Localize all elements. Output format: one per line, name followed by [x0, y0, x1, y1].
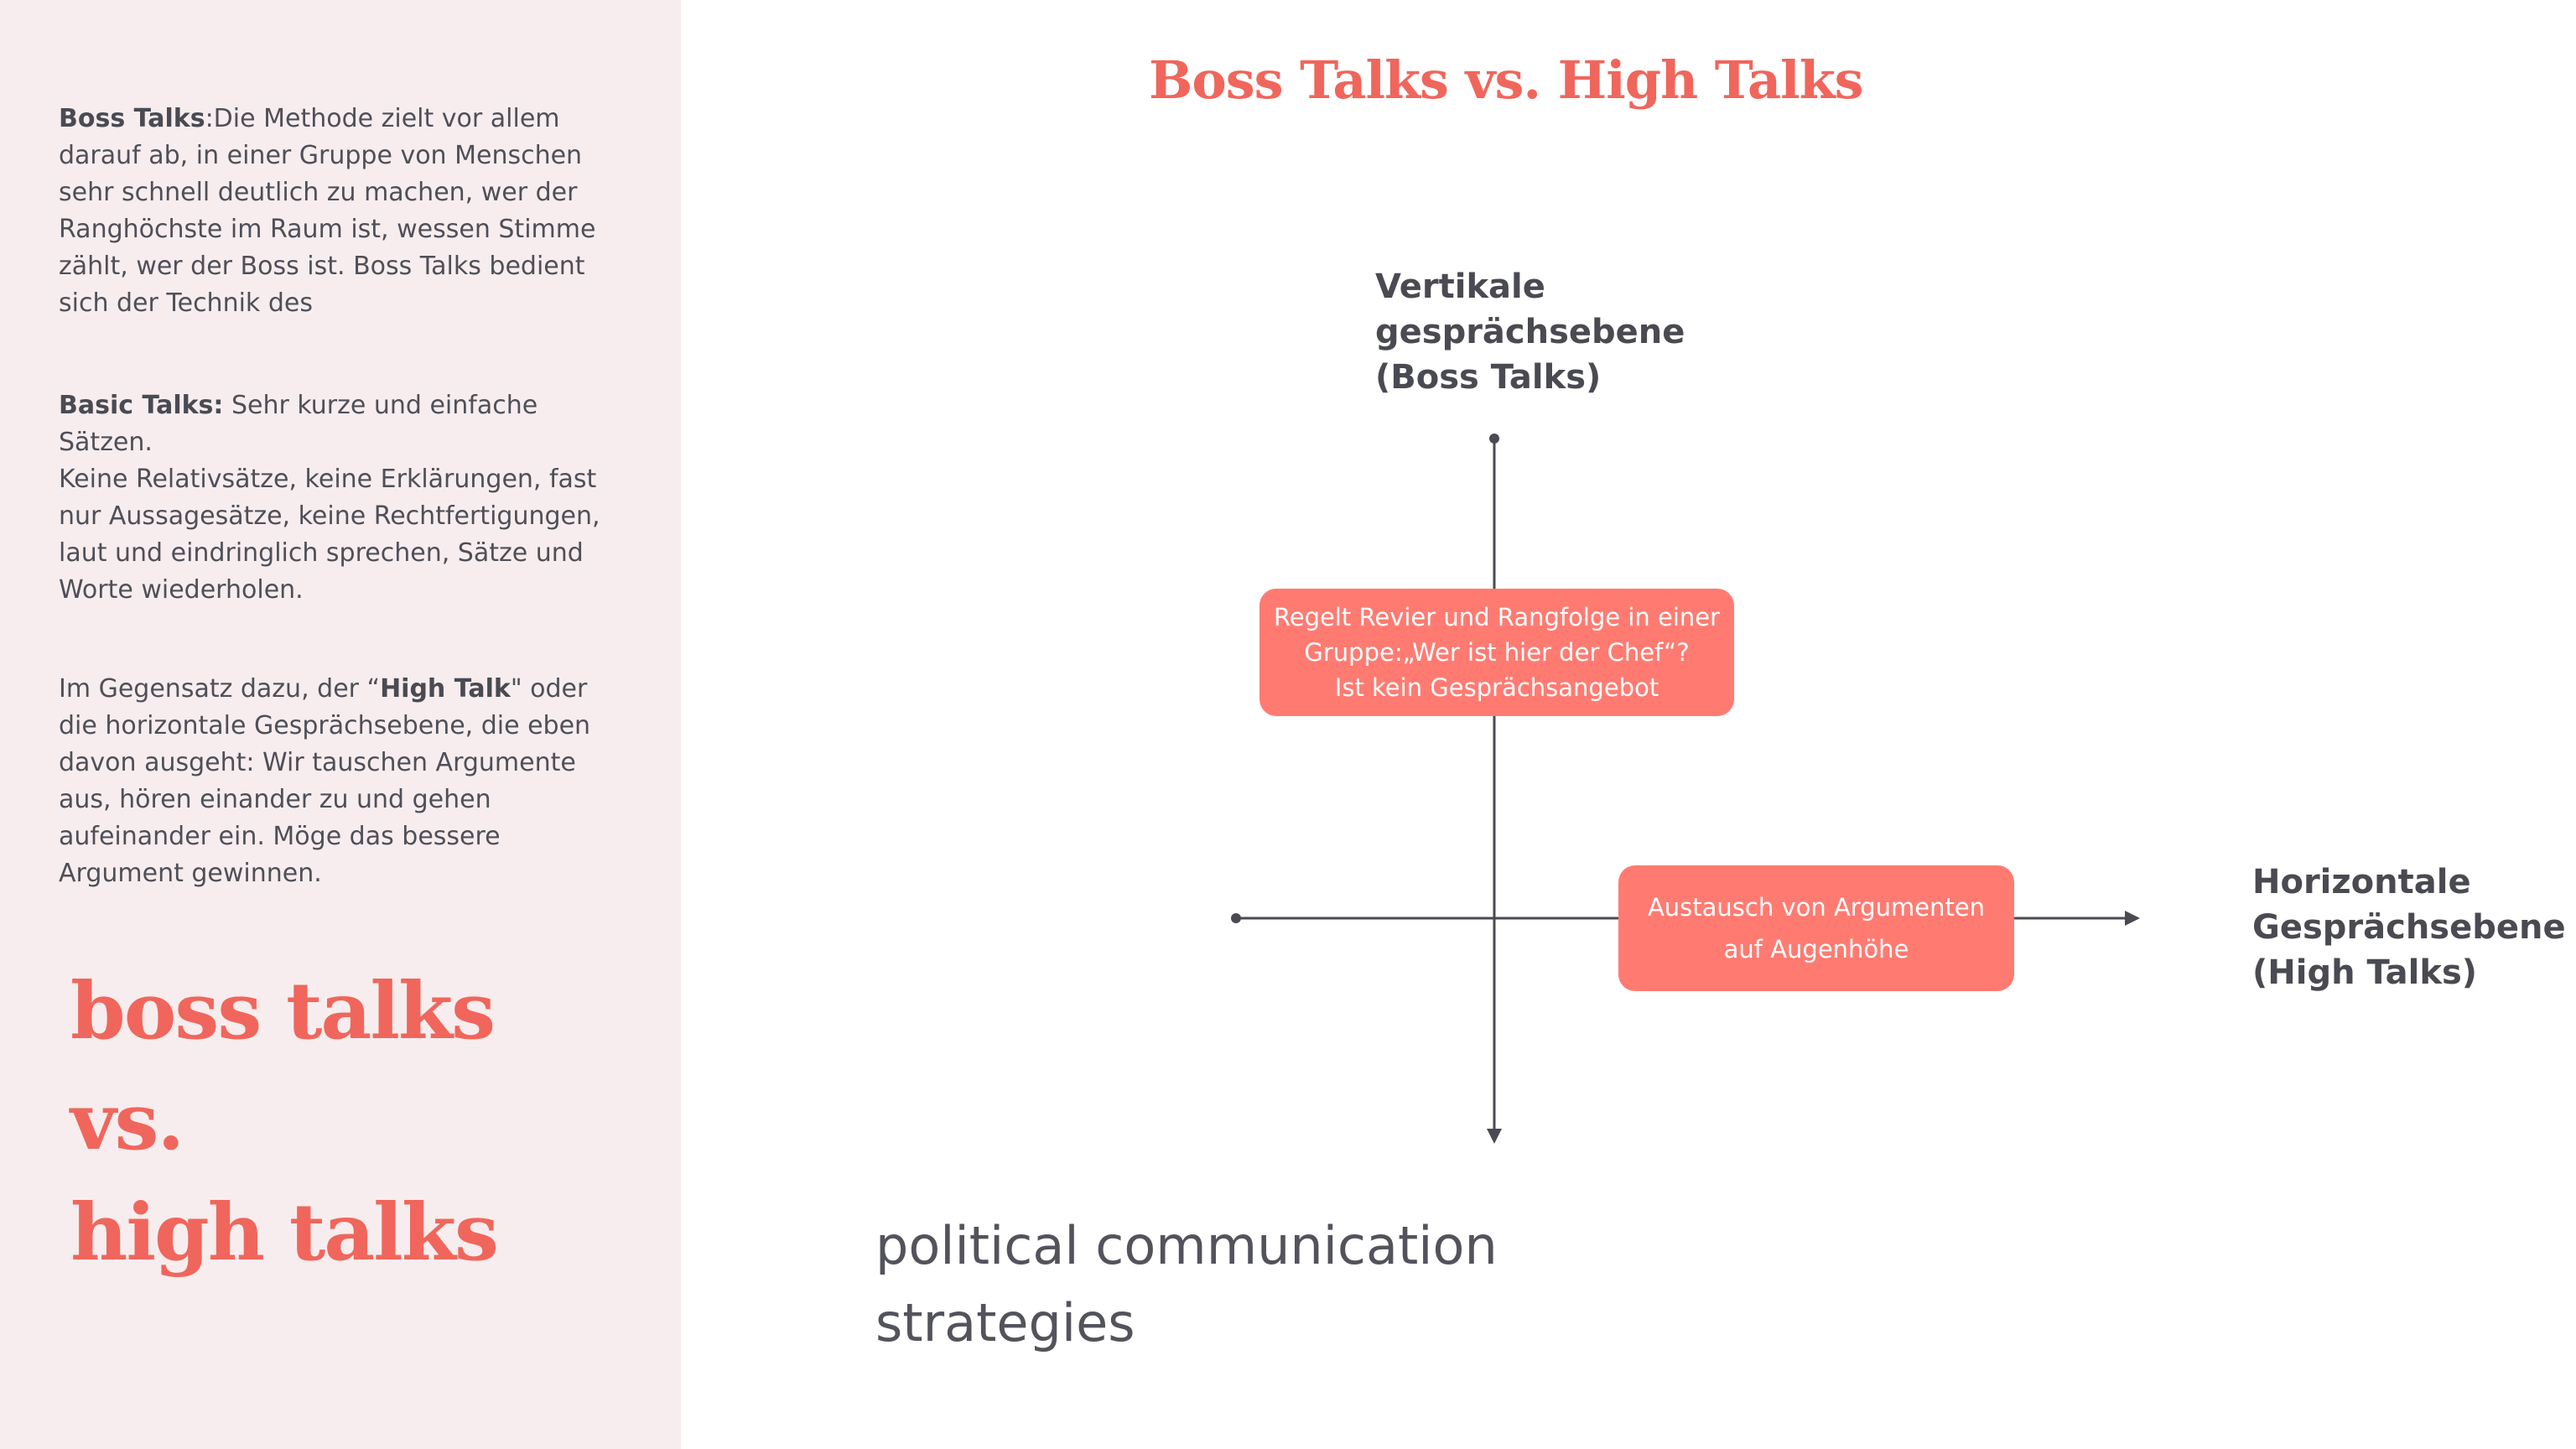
slide-title: Boss Talks vs. High Talks [1149, 49, 1864, 111]
axis-label-line: gesprächsebene [1375, 313, 1685, 351]
paragraph-line: nur Aussagesätze, keine Rechtfertigungen… [59, 501, 600, 531]
paragraph-line: zählt, wer der Boss ist. Boss Talks bedi… [59, 252, 585, 281]
horizontal-axis-label: Horizontale Gesprächsebene (High Talks) [2252, 860, 2566, 995]
high-talk-paragraph: Im Gegensatz dazu, der “High Talk" oder d… [59, 671, 629, 892]
big-title-line: vs. [70, 1076, 184, 1168]
slide-subtitle: political communication strategies [875, 1208, 1498, 1362]
callout-line: Gruppe:„Wer ist hier der Chef“? [1304, 638, 1690, 667]
callout-line: Ist kein Gesprächsangebot [1334, 673, 1659, 702]
vertical-axis-arrowhead [1487, 1129, 1502, 1144]
vertical-axis-start-dot [1489, 434, 1499, 444]
callout-line: auf Augenhöhe [1723, 935, 1909, 963]
high-talk-term: High Talk [380, 674, 511, 704]
sidebar-big-title: boss talks vs. high talks [70, 956, 499, 1288]
paragraph-line: :Die Methode zielt vor allem [205, 104, 560, 133]
callout-line: Austausch von Argumenten [1647, 893, 1986, 922]
basic-talks-paragraph: Basic Talks: Sehr kurze und einfache Sät… [59, 387, 629, 609]
horizontal-axis-start-dot [1231, 913, 1241, 923]
axis-label-line: (Boss Talks) [1375, 358, 1602, 397]
boss-talks-term: Boss Talks [59, 104, 205, 133]
subtitle-line: political communication [875, 1215, 1498, 1276]
axis-label-line: Horizontale [2252, 863, 2471, 901]
paragraph-line: " oder [510, 674, 588, 704]
paragraph-prefix: Im Gegensatz dazu, der “ [59, 674, 381, 704]
axis-label-line: (High Talks) [2252, 953, 2478, 992]
paragraph-line: davon ausgeht: Wir tauschen Argumente [59, 748, 576, 777]
basic-talks-term: Basic Talks: [59, 391, 224, 420]
paragraph-line: aus, hören einander zu und gehen [59, 785, 491, 814]
paragraph-line: Ranghöchste im Raum ist, wessen Stimme [59, 215, 596, 244]
paragraph-line: Argument gewinnen. [59, 859, 322, 888]
high-talks-callout: Austausch von Argumenten auf Augenhöhe [1618, 865, 2014, 991]
big-title-line: boss talks [70, 965, 496, 1057]
sidebar: Boss Talks:Die Methode zielt vor allem da… [0, 0, 681, 1449]
paragraph-line: Keine Relativsätze, keine Erklärungen, f… [59, 465, 597, 494]
paragraph-line: Sehr kurze und einfache Sätzen. [59, 391, 538, 457]
paragraph-line: sehr schnell deutlich zu machen, wer der [59, 178, 578, 207]
boss-talks-paragraph: Boss Talks:Die Methode zielt vor allem da… [59, 101, 629, 322]
boss-talks-callout: Regelt Revier und Rangfolge in einer Gru… [1259, 589, 1734, 716]
subtitle-line: strategies [875, 1292, 1135, 1353]
paragraph-line: Worte wiederholen. [59, 575, 304, 605]
big-title-line: high talks [70, 1187, 499, 1279]
horizontal-axis-arrowhead [2125, 911, 2140, 926]
vertical-axis-label: Vertikale gesprächsebene (Boss Talks) [1375, 264, 1685, 400]
paragraph-line: sich der Technik des [59, 288, 313, 318]
paragraph-line: laut und eindringlich sprechen, Sätze un… [59, 538, 584, 568]
paragraph-line: darauf ab, in einer Gruppe von Menschen [59, 141, 583, 170]
paragraph-line: aufeinander ein. Möge das bessere [59, 822, 501, 851]
axis-label-line: Vertikale [1375, 267, 1545, 306]
paragraph-line: die horizontale Gesprächsebene, die eben [59, 711, 591, 740]
axis-label-line: Gesprächsebene [2252, 908, 2566, 947]
callout-line: Regelt Revier und Rangfolge in einer [1273, 603, 1721, 631]
